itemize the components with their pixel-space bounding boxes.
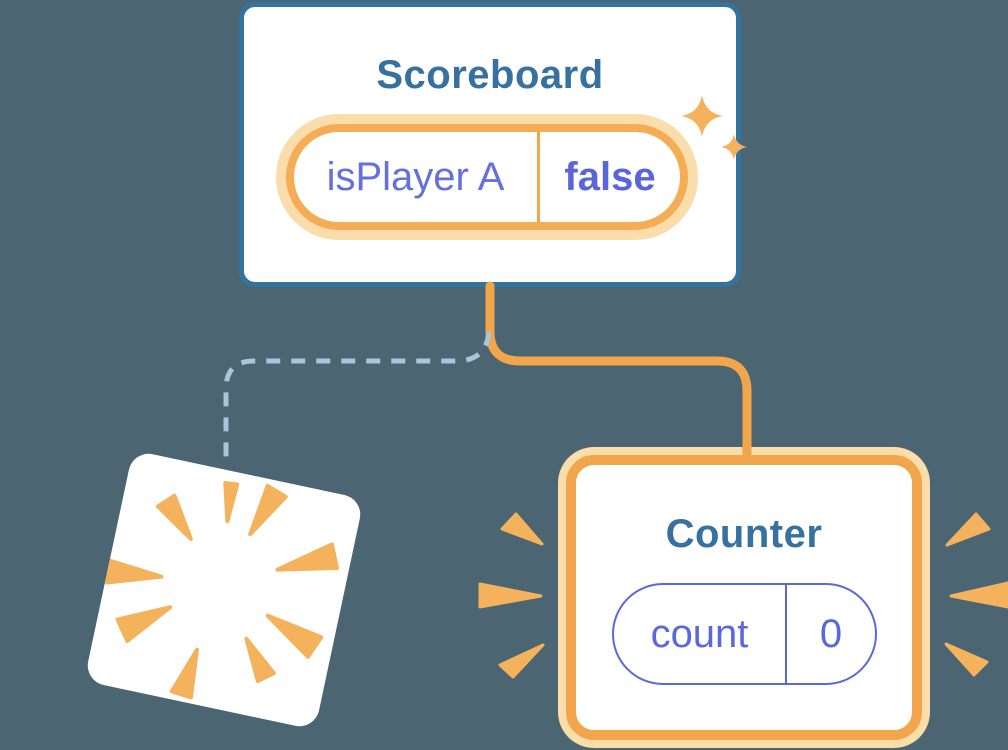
emphasis-sparks-left-icon <box>478 512 545 679</box>
scoreboard-title: Scoreboard <box>376 53 604 97</box>
explosion-burst-icon <box>105 480 340 700</box>
scoreboard-card: Scoreboard isPlayer A false <box>239 2 741 287</box>
scoreboard-state-pill: isPlayer A false <box>286 124 688 230</box>
destroyed-card <box>84 450 364 730</box>
counter-title: Counter <box>665 512 823 556</box>
state-value: false <box>564 154 656 199</box>
pill-divider <box>537 132 540 222</box>
state-name: count <box>650 611 749 656</box>
emphasis-sparks-right-icon <box>944 512 1008 677</box>
pill-divider <box>785 585 787 683</box>
counter-state-pill: count 0 <box>612 583 877 685</box>
connector-dashed <box>223 331 492 462</box>
counter-card: Counter count 0 <box>566 455 922 740</box>
state-value: 0 <box>819 611 843 656</box>
connector-solid <box>485 281 752 461</box>
state-name: isPlayer A <box>326 154 505 199</box>
